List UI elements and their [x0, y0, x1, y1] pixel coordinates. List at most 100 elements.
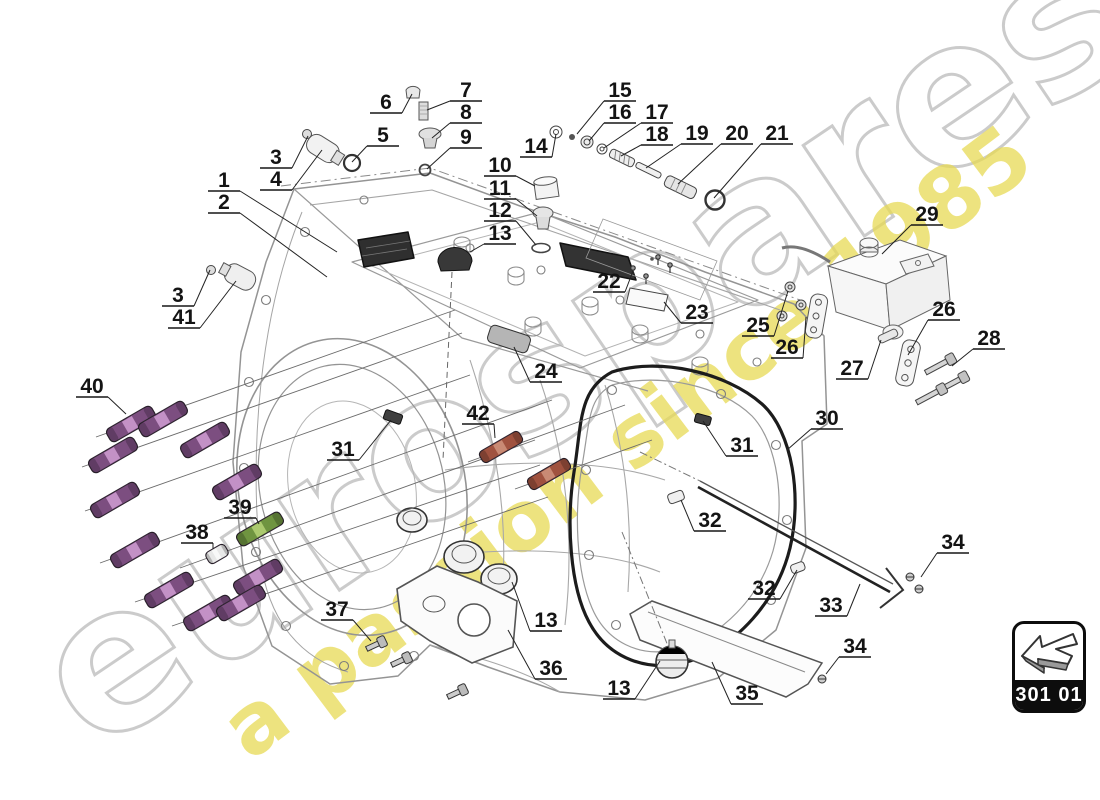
callout-31: 31 [702, 420, 758, 457]
callout-number: 42 [466, 402, 489, 425]
callout-40: 40 [76, 375, 127, 415]
callout-13: 13 [603, 660, 661, 700]
callout-26: 26 [771, 316, 807, 359]
small-parts [206, 85, 971, 700]
callout-36: 36 [507, 629, 567, 680]
stud-part-red [478, 430, 524, 464]
guide-line [134, 464, 541, 603]
stud-part-purple [87, 436, 139, 474]
callout-number: 33 [819, 594, 842, 617]
callout-17: 17 [603, 101, 673, 149]
fluid-reservoir-part [781, 237, 951, 340]
callout-8: 8 [431, 101, 482, 139]
callout-5: 5 [351, 124, 399, 163]
callout-number: 36 [539, 657, 562, 680]
callout-number: 18 [645, 123, 669, 146]
callout-number: 40 [80, 375, 103, 398]
callout-number: 13 [488, 222, 511, 245]
callout-3: 3 [162, 269, 211, 307]
callout-37: 37 [321, 598, 372, 642]
callout-number: 16 [608, 101, 631, 124]
callout-number: 13 [607, 677, 630, 700]
seal-ring-part [418, 163, 432, 177]
stud-part-purple [109, 531, 161, 569]
callout-35: 35 [711, 661, 763, 705]
callout-39: 39 [224, 496, 260, 525]
stud-part-purple [143, 571, 195, 609]
callout-38: 38 [181, 521, 214, 549]
callout-number: 22 [597, 270, 620, 293]
guide-line [99, 399, 553, 564]
stud-part-purple [89, 481, 141, 519]
callout-42: 42 [462, 402, 496, 439]
callout-number: 29 [915, 203, 938, 226]
callout-16: 16 [588, 101, 636, 142]
callout-number: 3 [172, 284, 184, 307]
stud-parts [87, 400, 572, 632]
cap-part [405, 85, 421, 99]
support-rod-part [639, 451, 905, 609]
callout-number: 10 [488, 154, 511, 177]
callout-27: 27 [836, 339, 882, 380]
callout-number: 3 [270, 146, 282, 169]
callout-number: 31 [331, 438, 355, 461]
threaded-plug-part [621, 531, 689, 679]
stud-part-red [526, 457, 572, 491]
callout-number: 4 [270, 168, 282, 191]
guide-line [84, 374, 471, 512]
callout-14: 14 [520, 133, 557, 158]
stud-part-purple [182, 594, 234, 632]
callout-20: 20 [677, 122, 753, 185]
callout-30: 30 [786, 407, 843, 451]
callout-number: 24 [534, 360, 558, 383]
part-group-code: 301 01 [1015, 680, 1083, 710]
callout-31: 31 [327, 419, 392, 461]
callout-number: 39 [228, 496, 251, 519]
callout-number: 34 [843, 635, 867, 658]
callout-21: 21 [713, 122, 793, 199]
bolt-part [206, 265, 216, 275]
gasket-ring [568, 364, 797, 668]
stud-part-purple [137, 400, 189, 438]
callout-34: 34 [920, 531, 969, 578]
callout-number: 15 [608, 79, 632, 102]
valve-hardware-chain [549, 125, 726, 211]
callout-number: 32 [752, 577, 775, 600]
callout-34: 34 [825, 635, 871, 675]
callout-32: 32 [680, 499, 726, 532]
callout-number: 17 [645, 101, 668, 124]
callout-number: 28 [977, 327, 1001, 350]
dome-caps [396, 507, 518, 595]
callout-number: 26 [775, 336, 798, 359]
connector-part [693, 413, 712, 426]
vent-screw-part [418, 101, 429, 121]
callout-32: 32 [748, 569, 798, 600]
stud-part-purple [211, 463, 263, 501]
callout-number: 11 [489, 177, 512, 200]
callout-19: 19 [645, 122, 713, 169]
gasket-pad-part [487, 324, 531, 354]
guide-line [179, 439, 536, 569]
callout-18: 18 [620, 123, 673, 157]
flange-bolts [364, 635, 469, 700]
callout-26: 26 [907, 298, 960, 356]
callout-29: 29 [881, 203, 943, 255]
callout-number: 35 [735, 682, 759, 705]
callout-number: 1 [218, 169, 230, 192]
connector-part [382, 409, 404, 425]
callout-number: 37 [325, 598, 348, 621]
callout-2: 2 [208, 191, 328, 278]
cover-plate-part [625, 287, 669, 312]
spacer-part [877, 328, 899, 344]
stud-part-green [235, 511, 285, 547]
callout-24: 24 [513, 346, 562, 383]
callout-4: 4 [260, 149, 323, 191]
callout-number: 2 [218, 191, 230, 214]
part-group-badge: 301 01 [1012, 621, 1086, 713]
callout-23: 23 [663, 301, 713, 324]
bracket-part [895, 339, 921, 387]
callout-11: 11 [484, 177, 538, 217]
sensor-part [217, 262, 257, 291]
callout-number: 7 [460, 79, 472, 102]
